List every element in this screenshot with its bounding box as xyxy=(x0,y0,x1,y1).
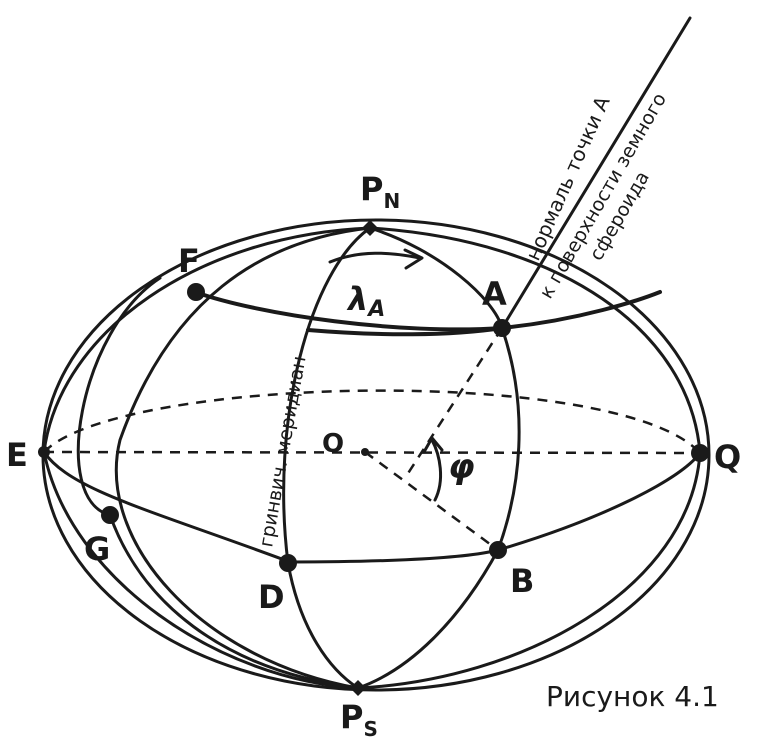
radius-o-b xyxy=(364,450,499,552)
point-f xyxy=(187,283,205,301)
figure-caption: Рисунок 4.1 xyxy=(546,680,719,713)
meridian-q-pn xyxy=(368,226,702,455)
meridian-e-ps xyxy=(42,450,360,690)
point-o xyxy=(361,448,369,456)
equator-axis xyxy=(43,450,701,455)
point-ps xyxy=(350,680,366,696)
normal-line xyxy=(500,16,692,330)
label-b: B xyxy=(510,562,534,600)
greenwich-meridian xyxy=(282,226,372,690)
parallel-a-arc xyxy=(306,326,504,337)
point-a xyxy=(493,319,511,337)
meridian-a-b xyxy=(356,226,521,690)
label-ps: PS xyxy=(340,698,378,741)
point-b xyxy=(489,541,507,559)
equator-front xyxy=(42,450,702,564)
label-o: O xyxy=(322,429,344,459)
point-q xyxy=(691,444,709,462)
label-e: E xyxy=(6,436,28,474)
phi-arrowhead xyxy=(422,436,444,454)
point-d xyxy=(279,554,297,572)
point-pn xyxy=(362,220,378,236)
normal-extension xyxy=(403,327,504,479)
meridian-q-ps xyxy=(356,451,702,690)
label-a: A xyxy=(482,275,507,313)
lambda-arc xyxy=(328,251,422,264)
label-d: D xyxy=(258,578,285,616)
label-lambda: λA xyxy=(346,280,385,322)
label-q: Q xyxy=(714,438,741,476)
label-g: G xyxy=(84,530,110,568)
equator-back xyxy=(43,389,701,454)
lambda-arrowhead xyxy=(403,248,424,270)
label-phi: φ xyxy=(448,447,475,487)
meridian-e-pn xyxy=(42,226,372,454)
label-f: F xyxy=(178,242,200,280)
phi-arc xyxy=(430,438,442,502)
meridian-f-g xyxy=(114,226,372,690)
meridian-f-g-outer xyxy=(76,276,360,690)
point-g xyxy=(101,506,119,524)
label-pn: PN xyxy=(360,170,400,213)
parallel-a-f xyxy=(193,290,662,332)
point-e xyxy=(38,446,50,458)
